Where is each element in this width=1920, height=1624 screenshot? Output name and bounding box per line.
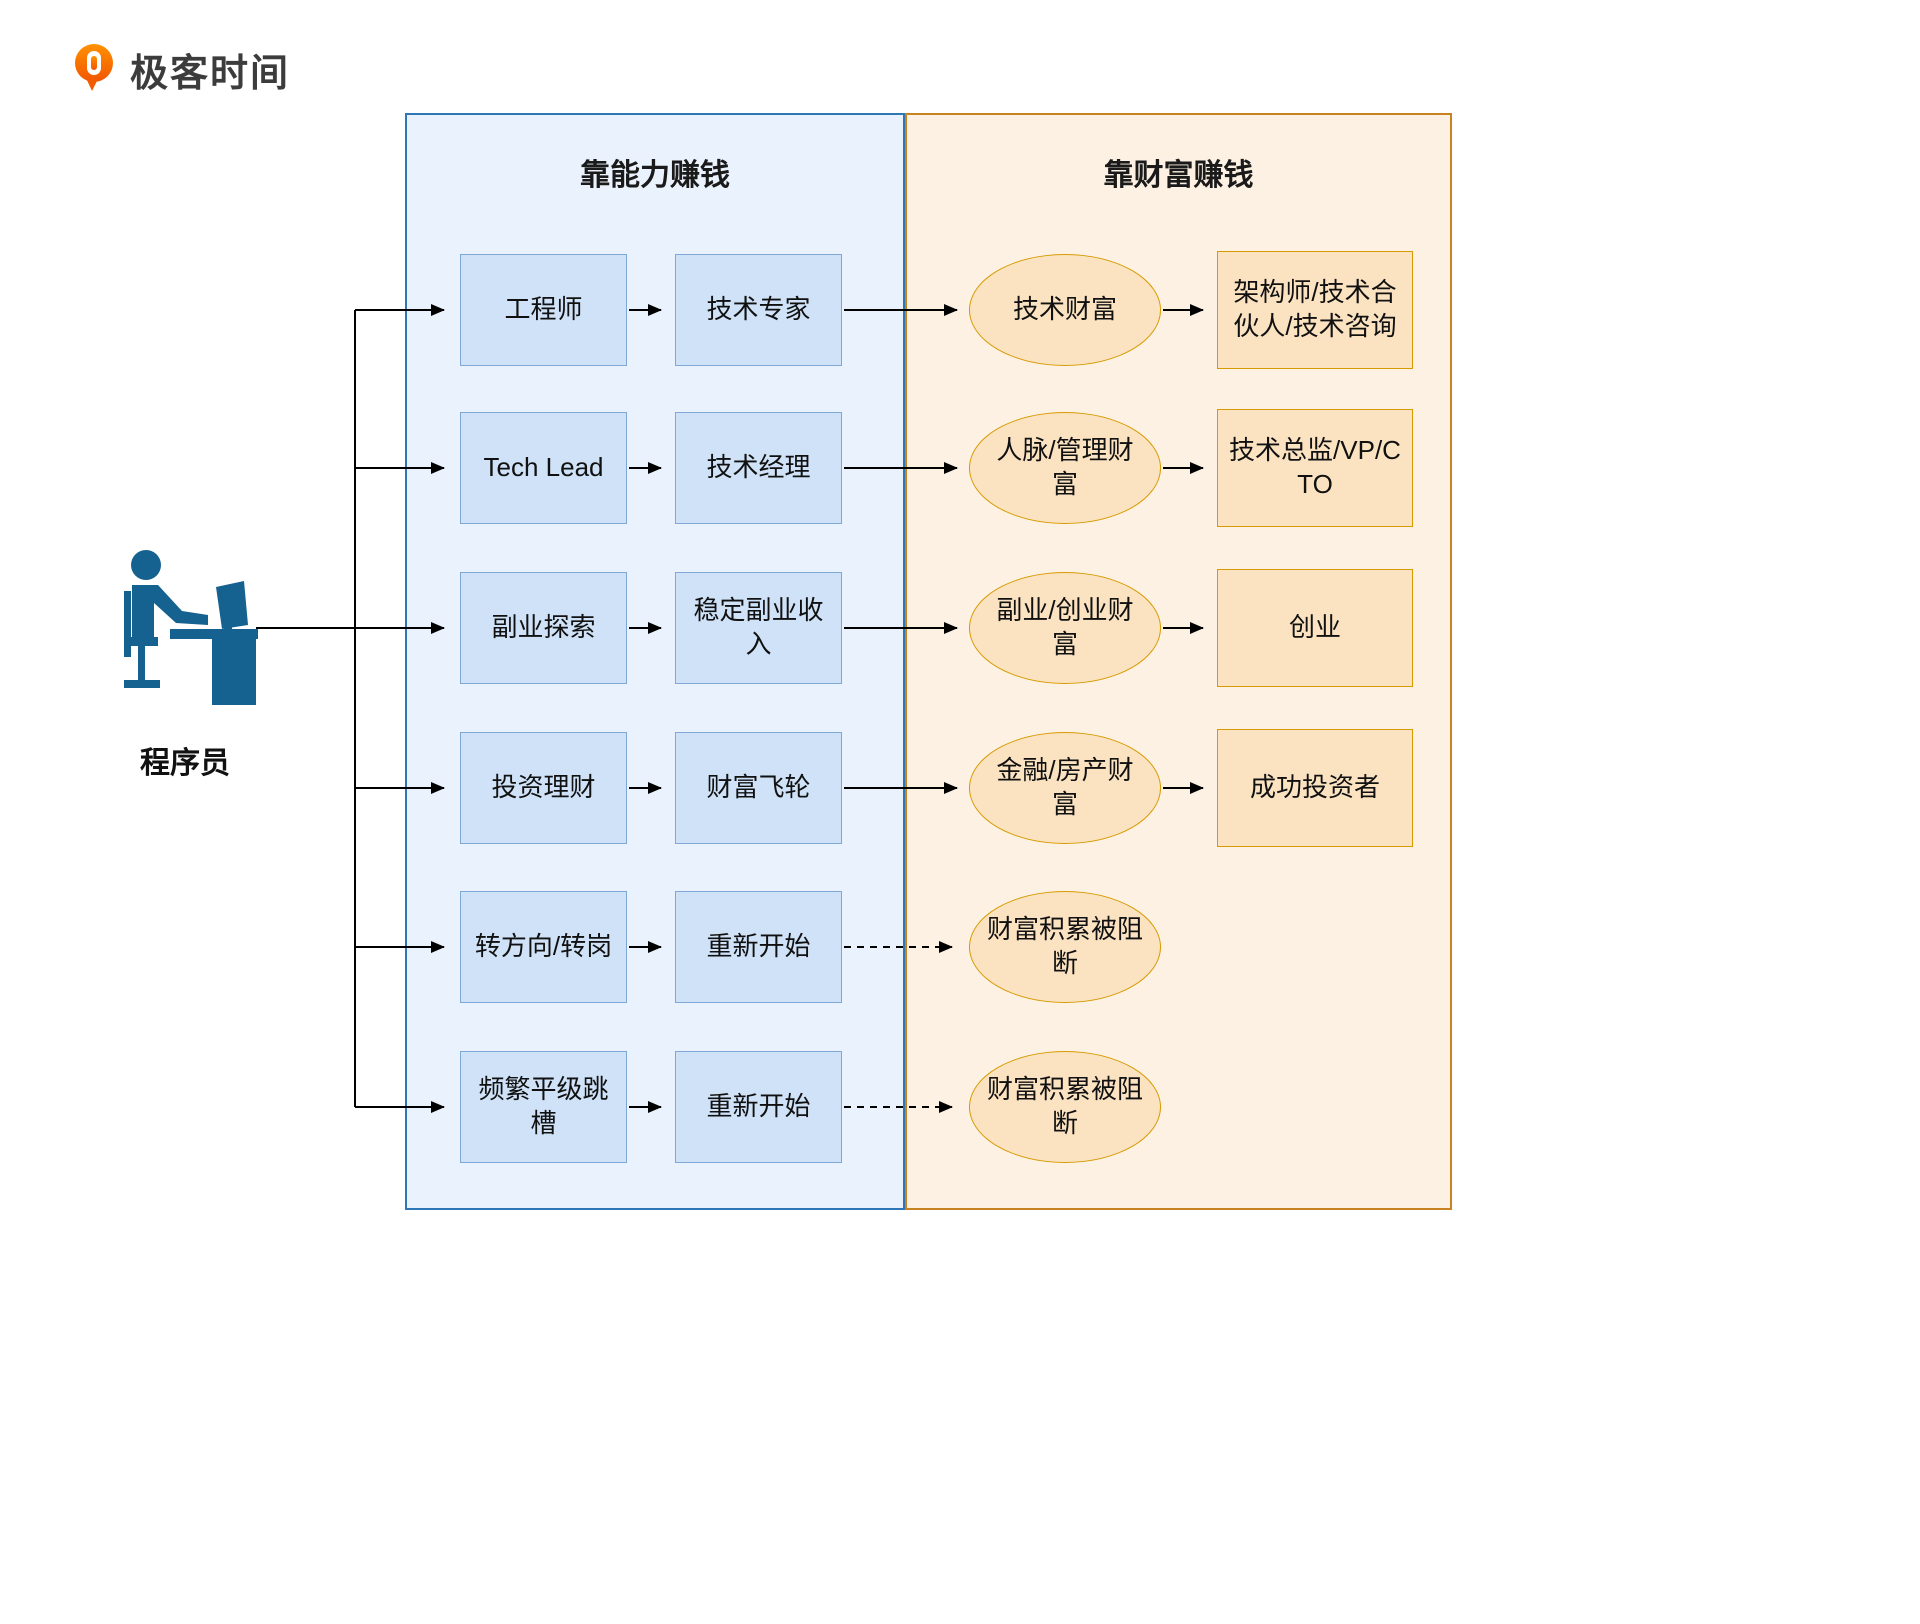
outcome-box-startup: 创业 [1217,569,1413,687]
outcome-box-successful-investor: 成功投资者 [1217,729,1413,847]
wealth-ellipse-tech-wealth: 技术财富 [969,254,1161,366]
stage2-box-tech-expert: 技术专家 [675,254,842,366]
panel-title-ability: 靠能力赚钱 [580,159,730,192]
stage2-box-stable-side-income: 稳定副业收入 [675,572,842,684]
wealth-ellipse-finance-property: 金融/房产财富 [969,732,1161,844]
wealth-ellipse-network-management: 人脉/管理财富 [969,412,1161,524]
programmer-at-desk-icon [112,545,258,718]
geektime-logo-icon [70,42,118,97]
brand-text: 极客时间 [130,53,291,95]
stage1-box-investment: 投资理财 [460,732,627,844]
stage2-box-restart-1: 重新开始 [675,891,842,1003]
actor-label: 程序员 [140,747,230,780]
stage1-box-engineer: 工程师 [460,254,627,366]
stage1-box-side-business: 副业探索 [460,572,627,684]
outcome-box-architect: 架构师/技术合伙人/技术咨询 [1217,251,1413,369]
stage2-box-tech-manager: 技术经理 [675,412,842,524]
stage1-box-change-direction: 转方向/转岗 [460,891,627,1003]
stage2-box-restart-2: 重新开始 [675,1051,842,1163]
stage2-box-wealth-flywheel: 财富飞轮 [675,732,842,844]
wealth-ellipse-side-startup-wealth: 副业/创业财富 [969,572,1161,684]
stage1-box-frequent-job-hopping: 频繁平级跳槽 [460,1051,627,1163]
wealth-ellipse-blocked-1: 财富积累被阻断 [969,891,1161,1003]
brand: 极客时间 [70,42,290,97]
panel-title-wealth: 靠财富赚钱 [1103,159,1254,192]
outcome-box-cto: 技术总监/VP/CTO [1217,409,1413,527]
stage1-box-tech-lead: Tech Lead [460,412,627,524]
wealth-ellipse-blocked-2: 财富积累被阻断 [969,1051,1161,1163]
